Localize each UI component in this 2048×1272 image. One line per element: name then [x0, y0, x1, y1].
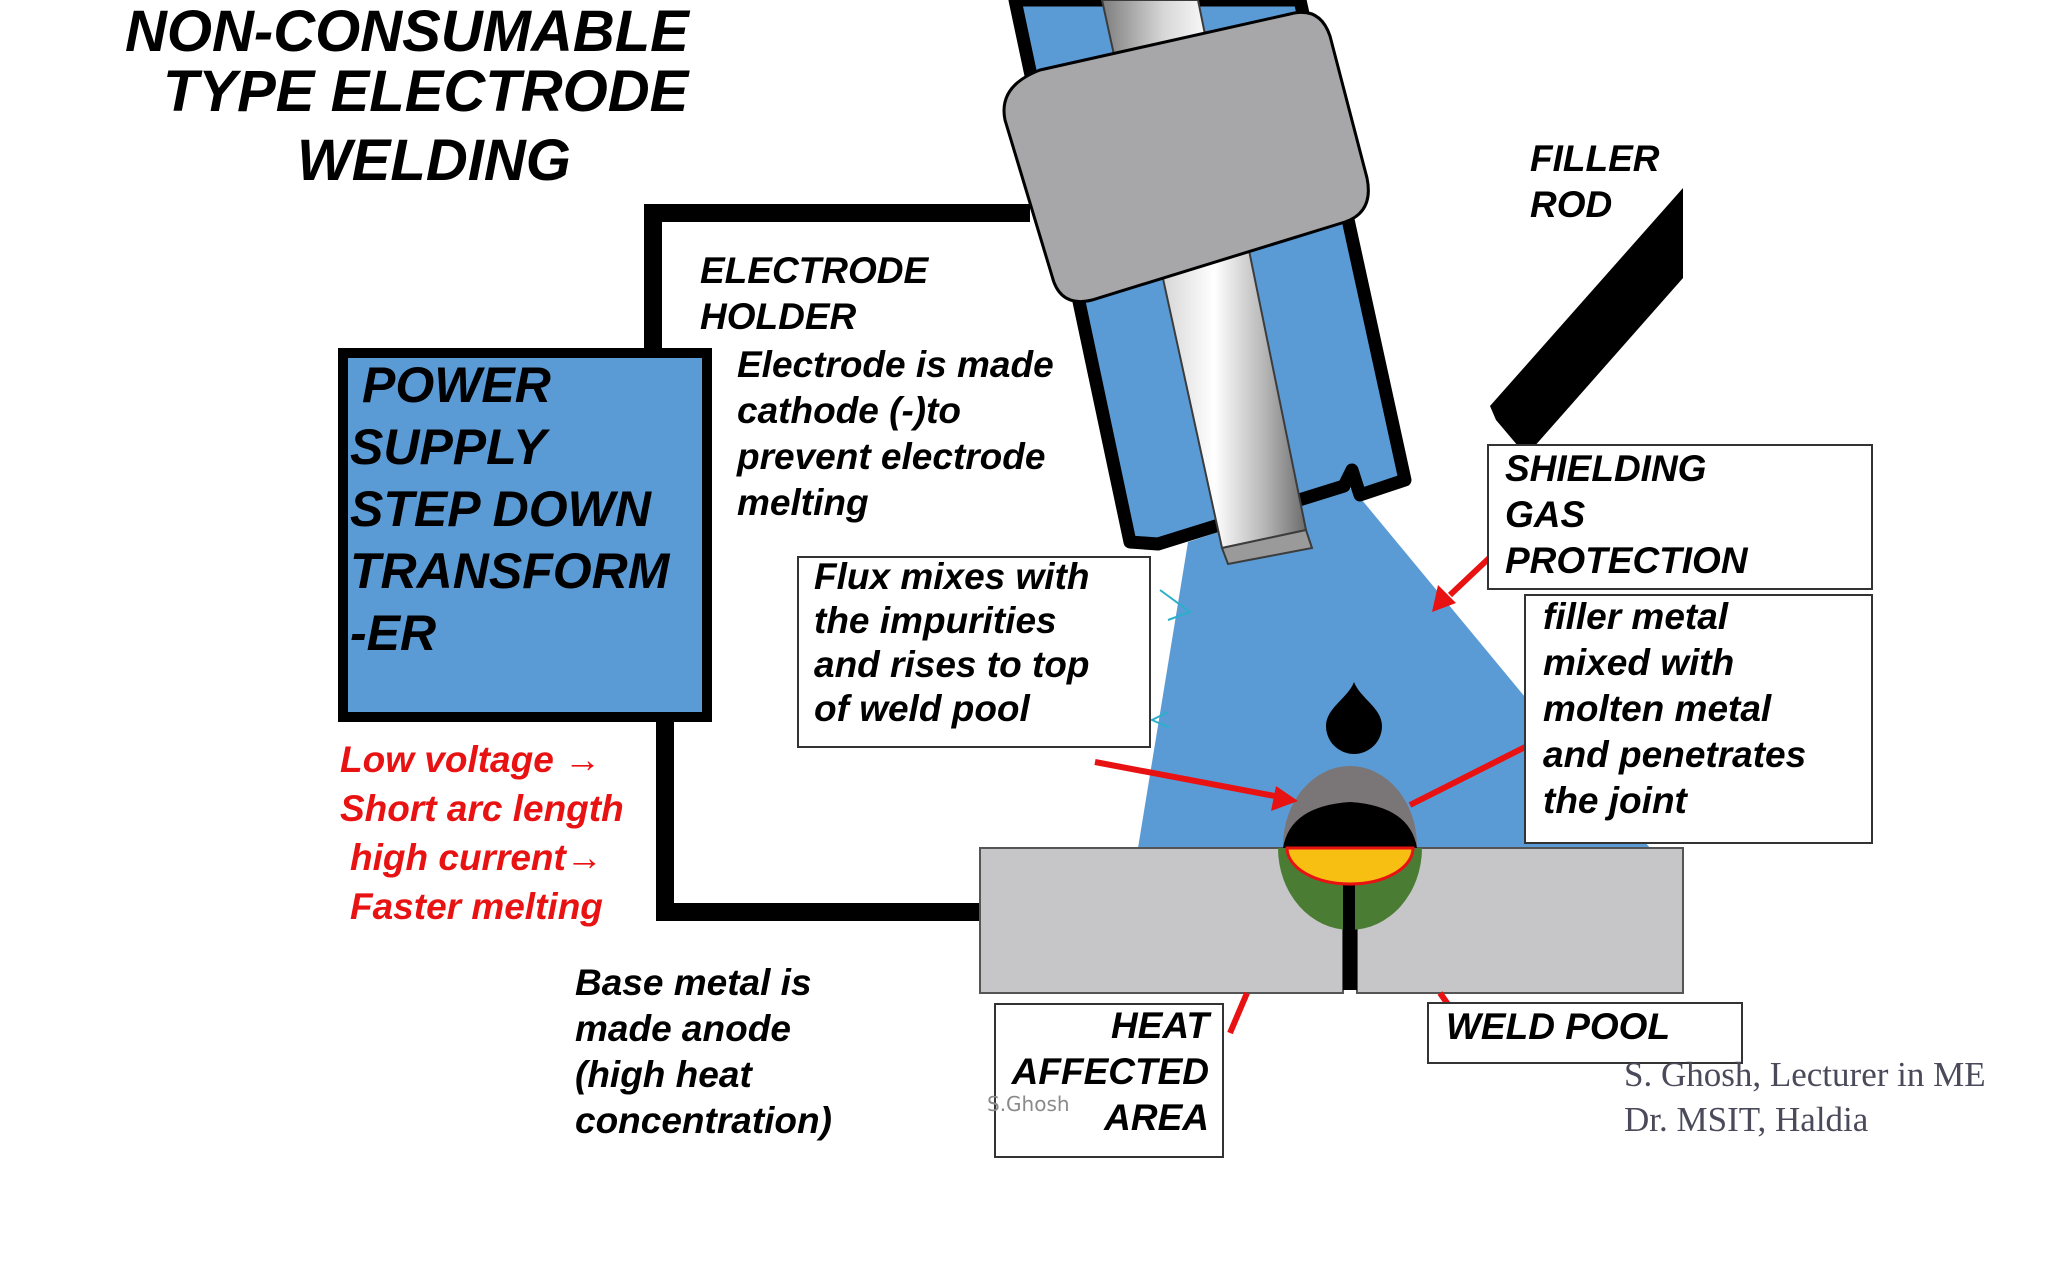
power-supply-line-3: STEP DOWN — [350, 481, 651, 537]
shielding-line-1: SHIELDING — [1505, 448, 1707, 489]
power-supply-line-2: SUPPLY — [350, 419, 547, 475]
slide-title: NON-CONSUMABLE TYPE ELECTRODE WELDING — [125, 2, 689, 191]
power-supply-line-5: -ER — [350, 605, 437, 661]
title-line-3: WELDING — [297, 128, 571, 193]
electrode-holder-line-2: HOLDER — [700, 296, 857, 337]
filler-rod — [1490, 188, 1683, 448]
flux-line-3: and rises to top — [814, 644, 1090, 685]
cathode-note: Electrode is made cathode (-)to prevent … — [737, 342, 1054, 526]
power-supply-label: POWER SUPPLY STEP DOWN TRANSFORM -ER — [350, 354, 669, 664]
filler-metal-note: filler metal mixed with molten metal and… — [1543, 594, 1806, 824]
credit-line-1: S. Ghosh, Lecturer in ME — [1624, 1055, 1986, 1094]
molten-weld-pool — [1285, 846, 1415, 886]
pointer-filler-metal — [1408, 735, 1545, 808]
circuit-wire-bottom — [656, 712, 985, 921]
electrode-holder-label: ELECTRODE HOLDER — [700, 248, 928, 340]
shielding-line-2: GAS — [1505, 494, 1586, 535]
power-supply-line-1: POWER — [362, 357, 551, 413]
base-metal-line-3: (high heat — [575, 1054, 752, 1095]
cathode-line-2: cathode (-)to — [737, 390, 962, 431]
filler-rod-label: FILLER ROD — [1530, 136, 1659, 228]
flux-line-4: of weld pool — [814, 688, 1030, 729]
filler-metal-line-2: mixed with — [1543, 642, 1735, 683]
haz-label: HEAT AFFECTED AREA — [994, 1003, 1209, 1141]
flux-line-1: Flux mixes with — [814, 556, 1090, 597]
haz-line-2: AFFECTED — [1011, 1051, 1209, 1092]
molten-droplet — [1326, 682, 1382, 754]
title-line-2: TYPE ELECTRODE — [163, 59, 689, 124]
haz-line-1: HEAT — [1111, 1005, 1209, 1046]
haz-box — [994, 1003, 1224, 1158]
filler-metal-line-4: and penetrates — [1543, 734, 1807, 775]
note-short-arc: Short arc length — [340, 788, 624, 829]
shielding-gas-label: SHIELDING GAS PROTECTION — [1505, 446, 1748, 584]
base-metal-note: Base metal is made anode (high heat conc… — [575, 960, 832, 1144]
note-faster-melting: Faster melting — [350, 886, 603, 927]
weld-pool-box — [1427, 1002, 1743, 1064]
shielding-line-3: PROTECTION — [1505, 540, 1748, 581]
watermark: S.Ghosh — [987, 1092, 1070, 1116]
arc-characteristics-note: Low voltage → Short arc length high curr… — [340, 735, 624, 931]
cathode-line-3: prevent electrode — [737, 436, 1046, 477]
flux-line-2: the impurities — [814, 600, 1057, 641]
cyan-marks — [1149, 589, 1193, 729]
author-credit: S. Ghosh, Lecturer in ME Dr. MSIT, Haldi… — [1624, 1052, 1986, 1142]
pointer-haz — [1227, 991, 1250, 1035]
credit-line-2: Dr. MSIT, Haldia — [1624, 1100, 1869, 1139]
cathode-line-1: Electrode is made — [737, 344, 1054, 385]
cathode-line-4: melting — [737, 482, 869, 523]
filler-rod-line-2: ROD — [1530, 184, 1613, 225]
flux-layer — [1283, 802, 1417, 848]
pointer-flux — [1094, 759, 1281, 800]
power-supply-box — [338, 348, 712, 722]
base-metal-line-1: Base metal is — [575, 962, 812, 1003]
flux-note: Flux mixes with the impurities and rises… — [814, 555, 1090, 731]
filler-metal-box — [1524, 594, 1873, 844]
weld-zone — [1278, 766, 1422, 970]
filler-metal-line-3: molten metal — [1543, 688, 1772, 729]
note-high-current: high current→ — [350, 837, 603, 878]
electrode-holder-line-1: ELECTRODE — [700, 250, 929, 291]
title-line-1: NON-CONSUMABLE — [125, 0, 689, 64]
note-low-voltage: Low voltage → — [340, 739, 602, 780]
holder-grip — [1002, 10, 1370, 303]
circuit-wire-top — [644, 204, 1030, 380]
filler-rod-line-1: FILLER — [1530, 138, 1660, 179]
shielding-gas-cone — [1138, 488, 1650, 848]
filler-metal-line-5: the joint — [1543, 780, 1687, 821]
weld-pool-label: WELD POOL — [1446, 1006, 1671, 1047]
filler-metal-line-1: filler metal — [1543, 596, 1729, 637]
haz-line-3: AREA — [1104, 1097, 1209, 1138]
power-supply-line-4: TRANSFORM — [350, 543, 670, 599]
base-metal-line-2: made anode — [575, 1008, 791, 1049]
base-metal-line-4: concentration) — [575, 1100, 832, 1141]
flux-note-box — [797, 556, 1151, 748]
shielding-gas-box — [1487, 444, 1873, 590]
